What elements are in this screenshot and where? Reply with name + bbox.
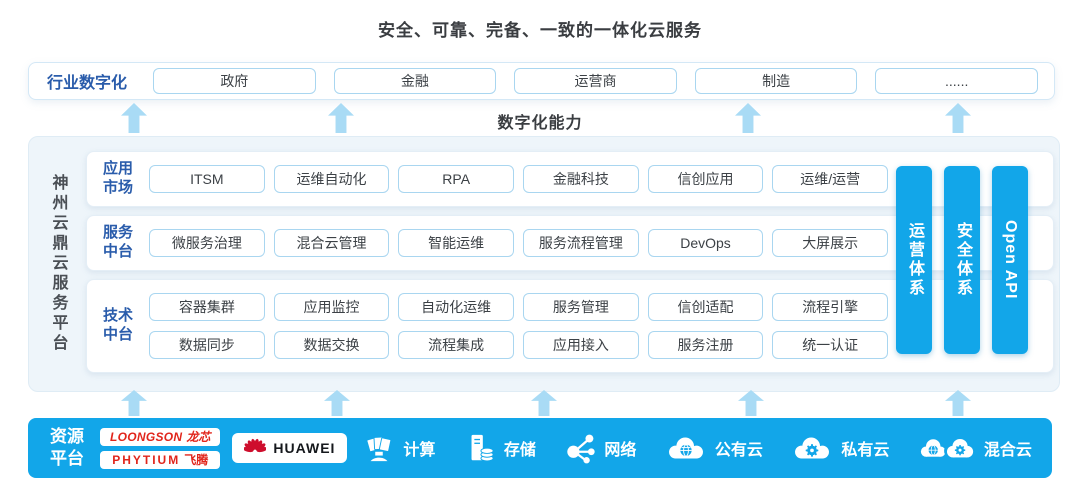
tech-middleplatform-row: 技术中台 容器集群 应用监控 自动化运维 服务管理 信创适配 流程引擎 数据同步… [86, 279, 1054, 373]
resource-storage: 存储 [464, 432, 536, 464]
hybrid-cloud-icon [920, 436, 975, 459]
storage-icon [471, 434, 494, 462]
resource-network: 网络 [564, 432, 636, 464]
row-label-app-market: 应用市场 [103, 160, 134, 196]
industry-item-operator: 运营商 [514, 68, 677, 94]
capability-item: 流程集成 [398, 331, 515, 359]
resource-hybrid-cloud: 混合云 [918, 434, 1032, 462]
compute-icon [366, 436, 392, 462]
platform-panel: 神州云鼎云服务平台 应用市场 ITSM 运维自动化 RPA 金融科技 信创应用 … [28, 136, 1060, 392]
public-cloud-icon [668, 437, 703, 459]
up-arrow-icon [945, 390, 971, 416]
loongson-logo: LOONGSON 龙芯 [100, 427, 221, 446]
capability-item: 容器集群 [149, 293, 265, 321]
resource-private-cloud: 私有云 [791, 434, 889, 462]
open-api-bar: Open API [992, 166, 1028, 354]
operation-system-bar: 运营体系 [896, 166, 932, 354]
up-arrow-icon [121, 390, 147, 416]
digital-capability-label: 数字化能力 [497, 115, 583, 132]
capability-item: 流程引擎 [772, 293, 889, 321]
phytium-logo: PHYTIUM 飞腾 [100, 450, 221, 469]
industry-band-label: 行业数字化 [47, 75, 128, 92]
page-title: 安全、可靠、完备、一致的一体化云服务 [378, 21, 702, 40]
capability-item: 微服务治理 [149, 229, 265, 257]
capability-item: DevOps [647, 229, 764, 257]
capability-item: 信创应用 [647, 165, 764, 193]
huawei-flower-icon [244, 438, 267, 453]
industry-item-manufacturing: 制造 [694, 68, 858, 94]
industry-item-government: 政府 [153, 68, 316, 94]
industry-digitalization-band: 行业数字化 政府 金融 运营商 制造 ...... [28, 62, 1055, 100]
private-cloud-icon [795, 437, 830, 459]
capability-item: 运维自动化 [273, 165, 390, 193]
resource-platform-band: 资源平台 LOONGSON 龙芯 PHYTIUM 飞腾 [28, 418, 1052, 478]
capability-item: 信创适配 [647, 293, 764, 321]
resource-public-cloud: 公有云 [665, 434, 763, 462]
huawei-logo: HUAWEI [232, 433, 348, 463]
capability-item: 服务流程管理 [523, 229, 639, 257]
capability-item: 统一认证 [772, 331, 889, 359]
capability-item: 数据交换 [273, 331, 390, 359]
capability-item: 应用监控 [273, 293, 390, 321]
security-system-bar: 安全体系 [944, 166, 980, 354]
up-arrow-icon [531, 390, 557, 416]
resource-compute: 计算 [363, 432, 435, 464]
capability-item: 金融科技 [523, 165, 639, 193]
industry-item-more: ...... [875, 68, 1038, 94]
capability-item: 服务管理 [523, 293, 639, 321]
capability-item: 服务注册 [647, 331, 764, 359]
row-label-tech: 技术中台 [103, 307, 134, 343]
up-arrow-icon [738, 390, 764, 416]
app-market-row: 应用市场 ITSM 运维自动化 RPA 金融科技 信创应用 运维/运营 [86, 151, 1054, 207]
industry-item-finance: 金融 [333, 68, 497, 94]
platform-vertical-title: 神州云鼎云服务平台 [49, 174, 67, 354]
row-label-service: 服务中台 [103, 224, 134, 260]
capability-item: 运维/运营 [772, 165, 889, 193]
capability-item: 数据同步 [149, 331, 265, 359]
capability-item: ITSM [149, 165, 265, 193]
industry-items: 政府 金融 运营商 制造 ...... [153, 68, 1038, 94]
capability-item: 智能运维 [398, 229, 515, 257]
up-arrow-icon [324, 390, 350, 416]
capability-item: 混合云管理 [273, 229, 390, 257]
service-middleplatform-row: 服务中台 微服务治理 混合云管理 智能运维 服务流程管理 DevOps 大屏展示 [86, 215, 1054, 271]
capability-item: 大屏展示 [772, 229, 889, 257]
capability-item: 自动化运维 [398, 293, 515, 321]
capability-item: RPA [398, 165, 515, 193]
resource-platform-label: 资源平台 [50, 426, 84, 468]
network-icon [567, 434, 596, 464]
capability-item: 应用接入 [523, 331, 639, 359]
